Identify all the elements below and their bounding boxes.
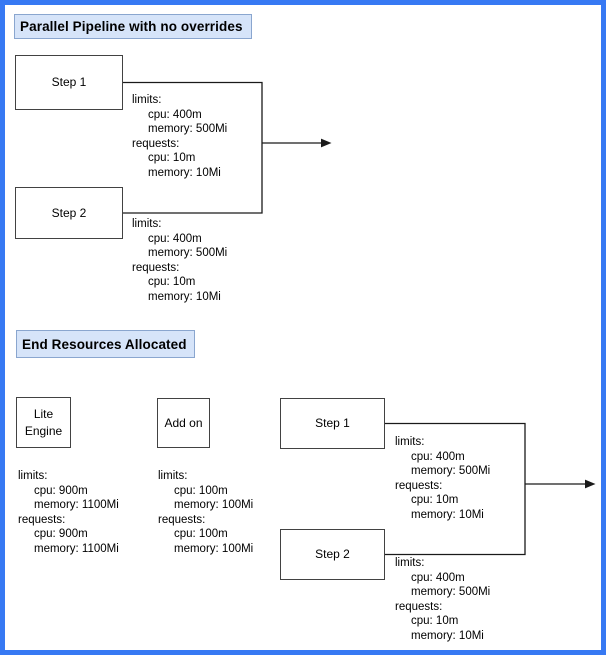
resource-line: memory: 100Mi <box>174 542 254 555</box>
top-step2-resources: limits: cpu: 400m memory: 500Mi requests: cp… <box>132 217 227 304</box>
bottom-arrowhead-icon <box>585 479 596 489</box>
bottom-step2-node: Step 2 <box>280 529 385 580</box>
resource-line: requests: <box>395 600 443 613</box>
resource-line: limits: <box>395 436 425 448</box>
bottom-section-title: End Resources Allocated <box>16 330 195 358</box>
bottom-step1-resources: limits: cpu: 400m memory: 500Mi requests: cp… <box>395 435 490 522</box>
add-on-node: Add on <box>157 398 210 448</box>
resource-line: cpu: 10m <box>411 494 459 506</box>
resource-line: memory: 1100Mi <box>34 542 119 555</box>
resource-line: cpu: 10m <box>411 615 459 627</box>
resource-line: memory: 10Mi <box>148 290 221 303</box>
resource-line: requests: <box>132 137 180 150</box>
resource-line: requests: <box>18 513 66 526</box>
resource-line: cpu: 900m <box>34 484 88 497</box>
resource-line: memory: 500Mi <box>148 247 228 259</box>
lite-engine-label-line1: Lite <box>33 406 54 421</box>
resource-line: memory: 10Mi <box>148 166 221 179</box>
resource-line: cpu: 10m <box>148 152 196 164</box>
resource-line: cpu: 10m <box>148 276 196 288</box>
resource-line: memory: 500Mi <box>411 586 491 598</box>
resource-line: cpu: 100m <box>174 484 228 497</box>
top-step2-label: Step 2 <box>51 205 87 220</box>
resource-line: cpu: 400m <box>411 450 465 463</box>
resource-line: requests: <box>158 513 206 526</box>
resource-line: limits: <box>132 94 162 106</box>
top-section-title: Parallel Pipeline with no overrides <box>14 14 252 39</box>
top-step1-node: Step 1 <box>15 55 123 110</box>
top-arrowhead-icon <box>321 138 332 148</box>
top-step2-node: Step 2 <box>15 187 123 239</box>
resource-line: memory: 500Mi <box>411 465 491 477</box>
resource-line: memory: 100Mi <box>174 499 254 511</box>
lite-engine-label-line2: Engine <box>24 423 63 438</box>
add-on-label: Add on <box>164 415 203 430</box>
resource-line: cpu: 400m <box>411 571 465 584</box>
resource-line: cpu: 400m <box>148 108 202 121</box>
resource-line: cpu: 100m <box>174 528 228 540</box>
top-step1-resources: limits: cpu: 400m memory: 500Mi requests: cp… <box>132 93 227 180</box>
resource-line: cpu: 900m <box>34 528 88 540</box>
bottom-step2-resources: limits: cpu: 400m memory: 500Mi requests: cp… <box>395 556 490 643</box>
resource-line: limits: <box>395 557 425 569</box>
resource-line: memory: 10Mi <box>411 508 484 521</box>
bottom-bracket-connector <box>385 422 526 556</box>
resource-line: requests: <box>395 479 443 492</box>
top-step1-label: Step 1 <box>51 75 87 89</box>
resource-line: limits: <box>132 218 162 230</box>
resource-line: memory: 500Mi <box>148 123 228 135</box>
lite-engine-resources: limits: cpu: 900m memory: 1100Mi requests: c… <box>18 469 119 556</box>
bottom-step1-node: Step 1 <box>280 398 385 449</box>
bottom-step2-label: Step 2 <box>315 547 350 561</box>
top-bracket-connector <box>123 81 263 214</box>
resource-line: memory: 10Mi <box>411 629 484 642</box>
resource-line: limits: <box>18 470 48 482</box>
resource-line: cpu: 400m <box>148 232 202 245</box>
add-on-resources: limits: cpu: 100m memory: 100Mi requests: cp… <box>158 469 253 556</box>
resource-line: requests: <box>132 261 180 274</box>
lite-engine-node: Lite Engine <box>16 397 71 448</box>
resource-line: memory: 1100Mi <box>34 499 119 511</box>
resource-line: limits: <box>158 470 188 482</box>
bottom-step1-label: Step 1 <box>315 416 350 430</box>
